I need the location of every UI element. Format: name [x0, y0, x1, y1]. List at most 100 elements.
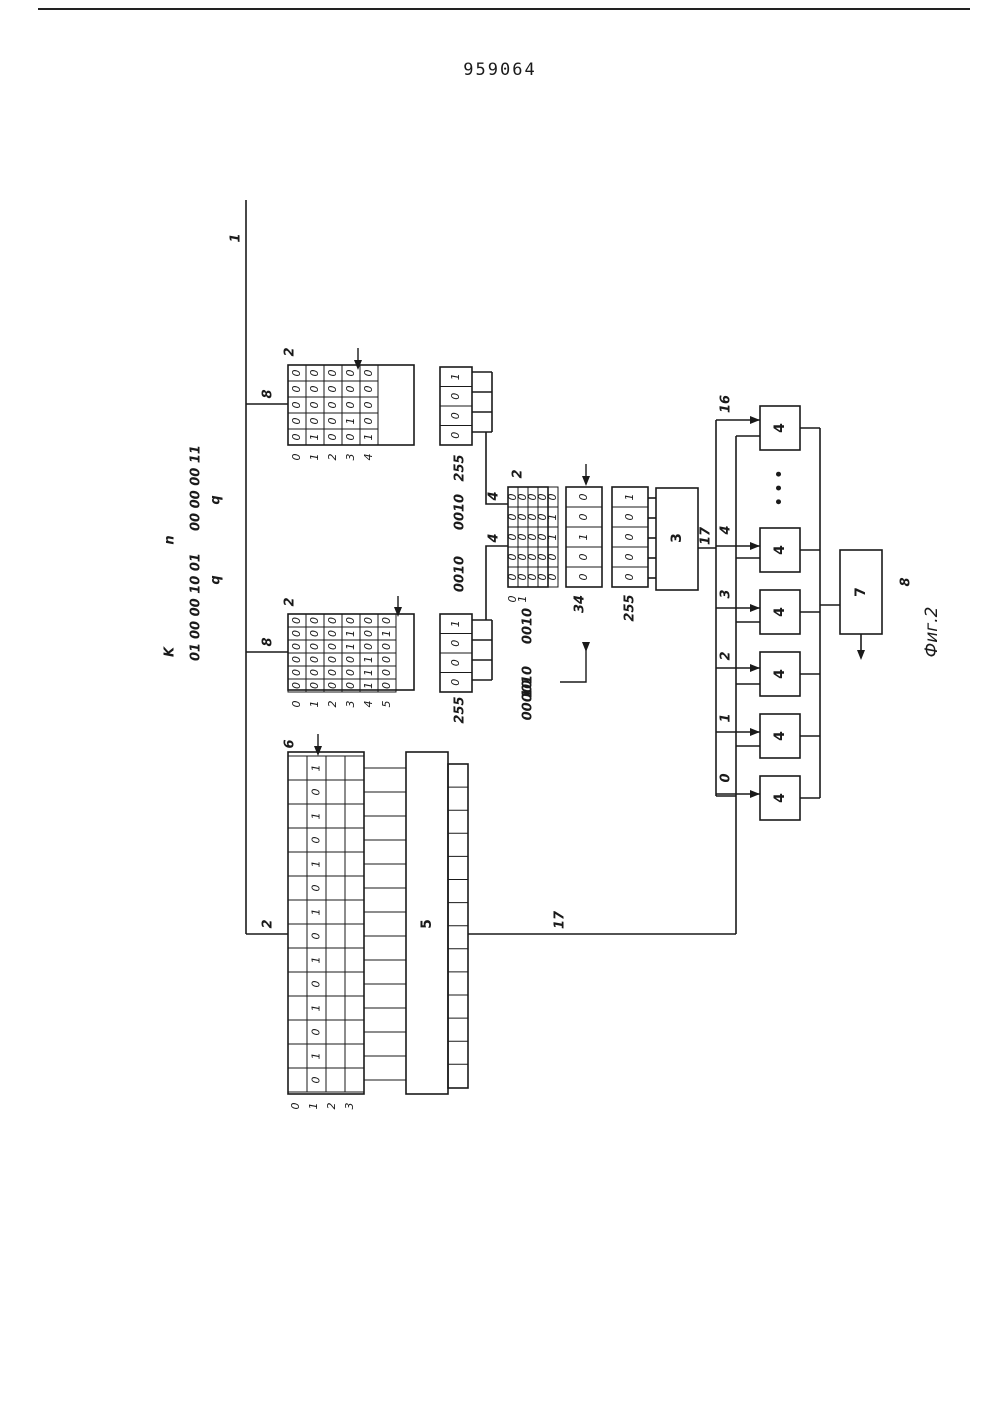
memory-left-cell [288, 828, 307, 852]
label-mem-a: 2 [283, 347, 298, 356]
memory-a-last-bit: 0 [449, 412, 462, 419]
memory-left-cell [345, 900, 364, 924]
label-fan16: 16 [719, 395, 734, 413]
memory-left-index: 3 [343, 1103, 356, 1110]
memory-left-cell [345, 1068, 364, 1092]
memory-a-bit: 0 [362, 386, 375, 393]
memory-left-index: 0 [289, 1103, 302, 1110]
memory-left-cell [288, 852, 307, 876]
label-blk3: 3 [669, 533, 685, 543]
memory-b-bit: 0 [290, 643, 303, 650]
label-k: K [163, 646, 178, 657]
label-4b: 4 [487, 533, 502, 543]
label-grp2: 00 00 00 11 [189, 445, 204, 531]
label-grp1: 00 00 10 01 [189, 553, 204, 639]
memory-left-cell [326, 876, 345, 900]
block-4-label: 4 [772, 793, 788, 803]
memory-b-last-bit: 0 [449, 640, 462, 647]
label-mem-a-end: 255 [453, 454, 468, 481]
label-out8: 8 [899, 577, 914, 586]
label-4a: 4 [487, 491, 502, 501]
memory-b-bit: 0 [344, 682, 357, 689]
label-mem-b-end: 255 [453, 696, 468, 723]
memory-left-cell [326, 756, 345, 780]
label-blk5: 5 [419, 919, 435, 929]
memory-left-cell [326, 828, 345, 852]
memory-left-cell [345, 756, 364, 780]
memory-b-bit: 0 [380, 669, 393, 676]
memory-b-last-bit: 0 [449, 659, 462, 666]
block-4-label: 4 [772, 545, 788, 555]
memory-a-bit: 0 [344, 386, 357, 393]
label-ptr-a: 0010 [453, 494, 468, 530]
memory-b-bit: 1 [362, 656, 375, 663]
memory-b-bit: 0 [290, 682, 303, 689]
memory-a-index: 3 [344, 454, 357, 461]
label-n: n [163, 535, 178, 544]
memory-left-cell [345, 948, 364, 972]
label-mem-c-mid: 34 [573, 595, 588, 613]
memory-a-bit: 0 [308, 370, 321, 377]
memory-left-cell [326, 996, 345, 1020]
memory-a-bit: 0 [290, 370, 303, 377]
memory-left-cell [326, 852, 345, 876]
memory-b-bit: 0 [344, 669, 357, 676]
memory-c-mid-bit: 0 [577, 494, 590, 501]
label-blk7: 7 [853, 587, 869, 597]
label-bus: 1 [229, 233, 244, 242]
memory-a-bit: 0 [290, 402, 303, 409]
memory-b-bit: 0 [326, 656, 339, 663]
memory-b-bit: 0 [380, 682, 393, 689]
memory-b-bit: 0 [326, 617, 339, 624]
memory-left-bit: 1 [310, 1005, 323, 1012]
memory-a-bit: 0 [308, 418, 321, 425]
block-4-label: 4 [772, 423, 788, 433]
memory-a-index: 1 [308, 454, 321, 461]
memory-a-bit: 1 [362, 434, 375, 441]
memory-b-bit: 0 [308, 656, 321, 663]
memory-b-index: 2 [326, 701, 339, 708]
label-q1: q [209, 575, 224, 584]
memory-b-bit: 0 [380, 617, 393, 624]
label-ann3: 00 10 [521, 680, 536, 721]
memory-a-bit: 0 [308, 402, 321, 409]
memory-left-cell [288, 972, 307, 996]
figure-caption: Фиг.2 [922, 607, 942, 658]
memory-a-index: 2 [326, 454, 339, 461]
memory-b-bit: 0 [308, 643, 321, 650]
memory-left-cell [326, 804, 345, 828]
memory-a-bit: 1 [308, 434, 321, 441]
memory-left-cell [288, 996, 307, 1020]
memory-b-bit: 0 [362, 617, 375, 624]
memory-c-mid-bit: 0 [577, 554, 590, 561]
memory-b-bit: 1 [344, 643, 357, 650]
memory-a-last-bit: 0 [449, 393, 462, 400]
label-k01: 01 [189, 643, 204, 661]
memory-a-bit: 0 [326, 402, 339, 409]
memory-left-cell [288, 924, 307, 948]
memory-b-index: 4 [362, 701, 375, 708]
memory-b-index: 5 [380, 701, 393, 708]
memory-b-bit: 0 [308, 669, 321, 676]
memory-b-bit: 0 [290, 617, 303, 624]
memory-b-bit: 0 [308, 617, 321, 624]
memory-left-cell [345, 876, 364, 900]
memory-left-bit: 1 [310, 813, 323, 820]
memory-b-bit: 0 [290, 669, 303, 676]
labels-layer: 188217222625525525534441735781643210• • … [163, 233, 943, 1109]
memory-left-cell [345, 804, 364, 828]
memory-a-index: 4 [362, 454, 375, 461]
memory-b-bit: 0 [362, 643, 375, 650]
memory-a-bit: 0 [362, 370, 375, 377]
memory-c-mid-bit: 0 [577, 574, 590, 581]
label-8b: 8 [261, 637, 276, 646]
label-2-bus: 2 [261, 919, 276, 928]
memory-left-bit: 0 [310, 1029, 323, 1036]
memory-left-bit: 1 [310, 765, 323, 772]
label-fan4: 4 [719, 525, 734, 535]
memory-b-bit: 0 [326, 643, 339, 650]
memory-a-last-bit: 1 [449, 373, 462, 380]
label-17-bus: 17 [553, 910, 568, 929]
block-4-label: 4 [772, 731, 788, 741]
